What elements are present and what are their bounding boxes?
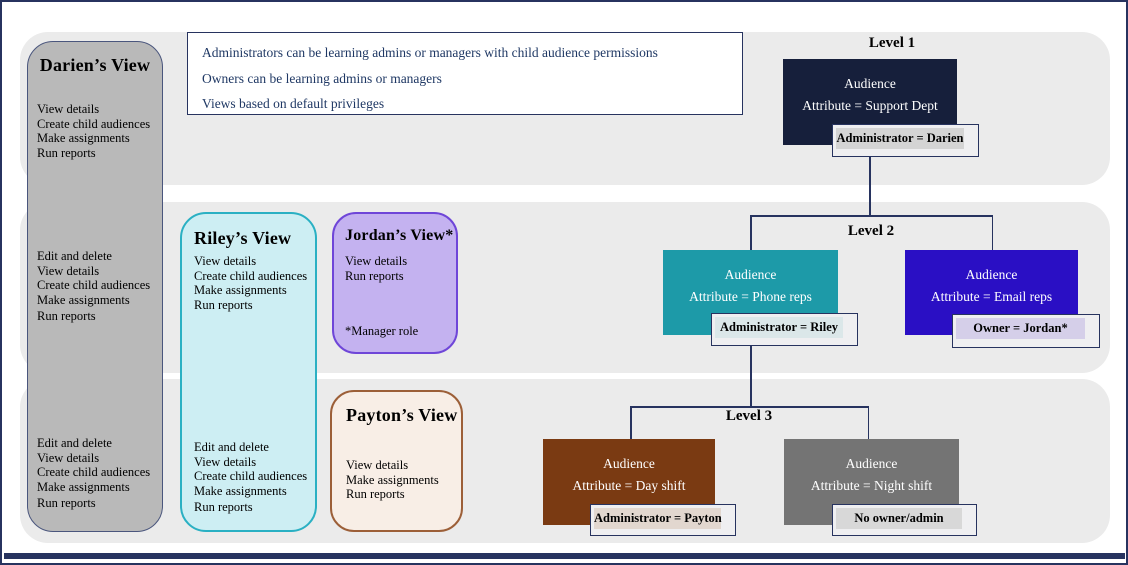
permission-item: Run reports (37, 309, 96, 324)
audience-attribute: Attribute = Phone reps (689, 289, 812, 304)
permission-item: Run reports (345, 268, 404, 283)
badge-text: Administrator = Payton (594, 508, 722, 529)
badge-owner-jordan: Owner = Jordan* (952, 314, 1100, 348)
legend-line-administrators: Administrators can be learning admins or… (202, 45, 658, 60)
riley-permissions-level2: View details Create child audiences Make… (194, 254, 311, 312)
badge-text: Administrator = Darien (836, 128, 964, 149)
legend-line-views: Views based on default privileges (202, 96, 385, 111)
permission-item: Create child audiences (194, 469, 308, 484)
permission-item: View details (37, 263, 100, 278)
connector-level2-bracket (750, 215, 993, 217)
permission-item: Create child audiences (37, 116, 151, 131)
permission-item: Create child audiences (37, 278, 151, 293)
jordan-permissions: View details Run reports (345, 254, 452, 283)
permission-item: Make assignments (37, 131, 130, 146)
darien-permissions-level2: Edit and delete View details Create chil… (37, 249, 158, 324)
darien-permissions-level3: Edit and delete View details Create chil… (37, 436, 158, 511)
permission-item: View details (346, 458, 409, 472)
permission-item: Run reports (37, 496, 96, 511)
connector-drop-phone (750, 215, 752, 250)
permission-item: Make assignments (194, 483, 287, 498)
permission-item: Edit and delete (37, 249, 112, 263)
badge-text: Owner = Jordan* (956, 318, 1085, 339)
connector-level1-to-level2 (869, 157, 871, 215)
bottom-rule (4, 553, 1125, 559)
audience-attribute: Attribute = Night shift (810, 478, 933, 493)
audience-title: Audience (724, 267, 777, 282)
view-card-jordan: Jordan’s View* View details Run reports … (332, 212, 458, 354)
permission-item: View details (37, 102, 100, 116)
badge-administrator-riley: Administrator = Riley (711, 313, 858, 346)
darien-permissions-level1: View details Create child audiences Make… (37, 102, 158, 160)
connector-drop-email (991, 215, 993, 250)
riley-permissions-level3: Edit and delete View details Create chil… (194, 440, 311, 515)
payton-permissions: View details Make assignments Run report… (346, 458, 457, 502)
badge-administrator-payton: Administrator = Payton (590, 504, 736, 536)
permission-item: Run reports (194, 500, 253, 515)
connector-drop-night (867, 406, 869, 439)
permission-item: Edit and delete (194, 440, 269, 454)
level2-label: Level 2 (847, 223, 895, 239)
permission-item: View details (194, 254, 257, 268)
connector-drop-day (630, 406, 632, 439)
permission-item: Make assignments (37, 479, 130, 494)
legend-line-owners: Owners can be learning admins or manager… (202, 70, 442, 86)
level1-label: Level 1 (868, 35, 916, 51)
badge-text: No owner/admin (836, 508, 962, 529)
badge-administrator-darien: Administrator = Darien (832, 124, 979, 157)
permission-item: Run reports (346, 487, 405, 502)
permission-item: View details (345, 254, 408, 268)
badge-no-owner-admin: No owner/admin (832, 504, 977, 536)
view-card-payton: Payton’s View View details Make assignme… (330, 390, 463, 532)
permission-item: Make assignments (194, 283, 287, 298)
manager-role-note: *Manager role (345, 324, 419, 338)
permission-item: Edit and delete (37, 436, 112, 450)
badge-text: Administrator = Riley (715, 317, 843, 338)
permission-item: Create child audiences (37, 465, 151, 480)
view-title-payton: Payton’s View (346, 405, 458, 425)
connector-level2-to-level3 (750, 346, 752, 406)
permission-item: Run reports (37, 145, 96, 160)
view-title-darien: Darien’s View (39, 55, 151, 75)
view-card-riley: Riley’s View View details Create child a… (180, 212, 317, 532)
permission-item: Make assignments (37, 292, 130, 307)
connector-level3-bracket (630, 406, 869, 408)
audience-attribute: Attribute = Support Dept (802, 98, 938, 113)
permission-item: View details (194, 454, 257, 469)
view-card-darien: Darien’s View View details Create child … (27, 41, 163, 532)
audience-title: Audience (844, 76, 896, 91)
legend-box: Administrators can be learning admins or… (187, 32, 743, 115)
permission-item: Create child audiences (194, 268, 308, 283)
audience-title: Audience (965, 267, 1018, 282)
audience-title: Audience (845, 456, 898, 471)
view-title-riley: Riley’s View (194, 228, 292, 248)
view-title-jordan: Jordan’s View* (345, 227, 454, 244)
audience-attribute: Attribute = Email reps (930, 289, 1053, 304)
audience-attribute: Attribute = Day shift (572, 478, 686, 493)
audience-title: Audience (603, 456, 655, 471)
permission-item: Make assignments (346, 472, 439, 487)
level3-label: Level 3 (725, 408, 773, 424)
permission-item: Run reports (194, 297, 253, 312)
permission-item: View details (37, 450, 100, 465)
